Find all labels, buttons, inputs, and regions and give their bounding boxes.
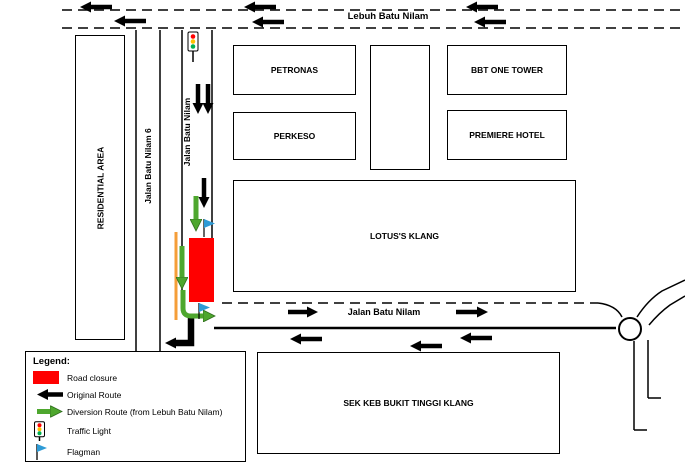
building-label: PERKESO bbox=[273, 131, 316, 141]
diversion-route-arrow bbox=[180, 290, 206, 316]
building-residential-area: RESIDENTIAL AREA bbox=[75, 35, 125, 340]
roundabout bbox=[597, 279, 685, 431]
legend-item-label: Traffic Light bbox=[67, 426, 111, 436]
legend-item-label: Diversion Route (from Lebuh Batu Nilam) bbox=[67, 406, 223, 417]
traffic-light-icon bbox=[33, 421, 67, 441]
original-route-arrow-icon bbox=[33, 388, 67, 401]
building-bbt-one-tower: BBT ONE TOWER bbox=[447, 45, 567, 95]
original-route-arrows bbox=[80, 1, 506, 352]
road-jalan-batu-nilam-horizontal bbox=[214, 302, 616, 330]
road-lebuh-batu-nilam bbox=[62, 9, 685, 29]
legend-item-traffic-light: Traffic Light bbox=[33, 421, 239, 441]
road-jalan-batu-nilam-6 bbox=[135, 30, 161, 352]
building-petronas: PETRONAS bbox=[233, 45, 356, 95]
building-sek-keb-bukit-tinggi-klang: SEK KEB BUKIT TINGGI KLANG bbox=[257, 352, 560, 454]
legend-item-original-route: Original Route bbox=[33, 387, 239, 402]
road-closure bbox=[189, 238, 214, 302]
building-label: PREMIERE HOTEL bbox=[469, 130, 545, 140]
traffic-light-icon bbox=[187, 31, 199, 62]
road-label-jalan-batu-nilam-6: Jalan Batu Nilam 6 bbox=[143, 128, 153, 204]
building-label: LOTUS'S KLANG bbox=[369, 231, 440, 241]
flagman-icon bbox=[33, 443, 67, 461]
road-label-jalan-batu-nilam-closed: Jalan Batu Nilam bbox=[182, 97, 192, 167]
flagman-icon bbox=[198, 303, 210, 319]
legend-item-label: Original Route bbox=[67, 389, 122, 400]
road-closure-swatch bbox=[33, 371, 67, 384]
road-label-jalan-batu-nilam-horizontal: Jalan Batu Nilam bbox=[347, 307, 421, 317]
building-premiere-hotel: PREMIERE HOTEL bbox=[447, 110, 567, 160]
legend: Legend: Road closure Original Route Dive… bbox=[25, 351, 246, 462]
legend-title: Legend: bbox=[33, 356, 70, 367]
building-perkeso: PERKESO bbox=[233, 112, 356, 160]
legend-item-label: Flagman bbox=[67, 447, 101, 457]
legend-item-label: Road closure bbox=[67, 372, 118, 383]
original-route-turn-arrow bbox=[165, 317, 195, 349]
diversion-route-arrow-icon bbox=[33, 405, 67, 418]
building-unlabeled bbox=[370, 45, 430, 170]
building-label: SEK KEB BUKIT TINGGI KLANG bbox=[343, 398, 474, 408]
flagman-icon bbox=[203, 219, 215, 237]
legend-item-flagman: Flagman bbox=[33, 443, 239, 461]
building-label: RESIDENTIAL AREA bbox=[95, 146, 105, 229]
building-label: PETRONAS bbox=[270, 65, 319, 75]
legend-item-diversion-route: Diversion Route (from Lebuh Batu Nilam) bbox=[33, 404, 239, 419]
diversion-route-arrows bbox=[182, 196, 206, 316]
legend-item-road-closure: Road closure bbox=[33, 370, 239, 385]
building-label: BBT ONE TOWER bbox=[470, 65, 544, 75]
building-lotus-klang: LOTUS'S KLANG bbox=[233, 180, 576, 292]
road-label-lebuh-batu-nilam: Lebuh Batu Nilam bbox=[347, 11, 429, 22]
